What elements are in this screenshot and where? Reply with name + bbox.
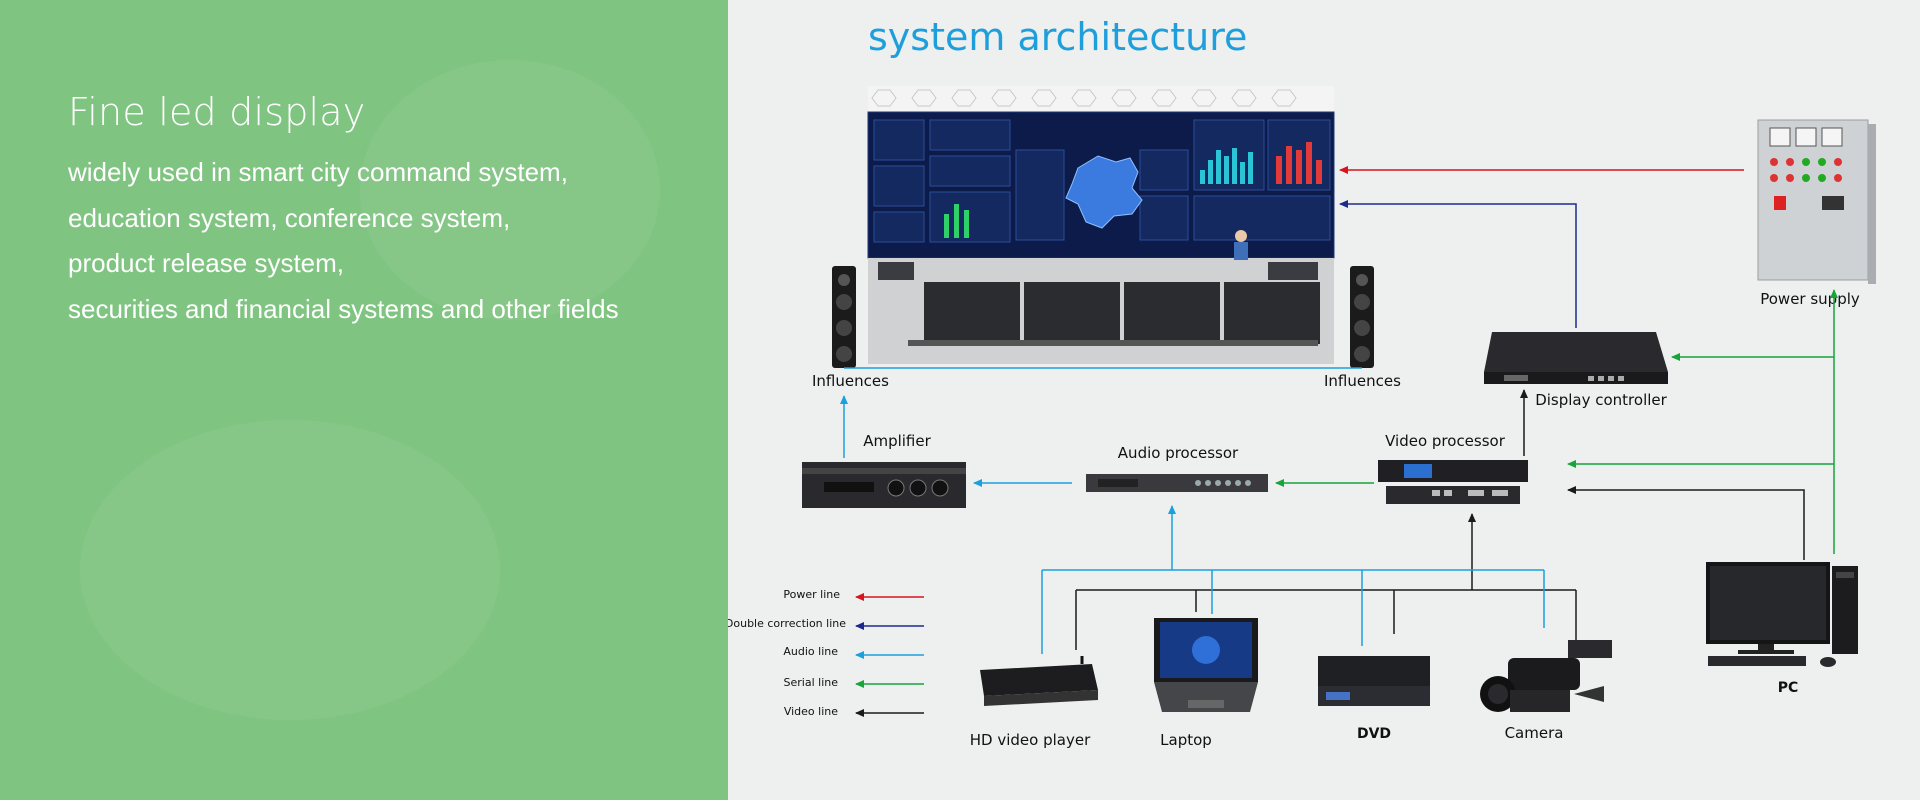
laptop-label: Laptop	[1160, 731, 1212, 749]
audio-line-connectors	[840, 395, 1545, 654]
display-controller-label: Display controller	[1535, 391, 1667, 409]
amplifier-label: Amplifier	[863, 432, 931, 450]
display-controller-device	[1484, 332, 1668, 384]
speaker-left-device	[832, 266, 856, 368]
speaker-right-device	[1350, 266, 1374, 368]
legend-item-audio: Audio line	[783, 645, 924, 659]
audio-processor-device	[1086, 474, 1268, 492]
video-line-connectors	[1075, 389, 1805, 650]
intro-heading: Fine led display	[68, 90, 366, 134]
svg-text:Audio line: Audio line	[783, 645, 838, 658]
intro-description: widely used in smart city command system…	[68, 150, 619, 332]
hd-video-player-device	[980, 656, 1098, 706]
intro-panel: Fine led display widely used in smart ci…	[0, 0, 728, 800]
legend-item-serial: Serial line	[784, 676, 924, 689]
power-supply-label: Power supply	[1760, 290, 1860, 308]
svg-text:Video line: Video line	[784, 705, 838, 718]
intro-line: product release system,	[68, 248, 345, 278]
architecture-diagram: system architecture	[728, 15, 1876, 749]
laptop-device	[1154, 618, 1258, 712]
camera-label: Camera	[1505, 724, 1564, 742]
legend-item-power: Power line	[783, 588, 924, 601]
pc-label: PC	[1778, 680, 1799, 696]
legend-item-correction: Double correction line	[728, 617, 924, 630]
speaker-left-label: Influences	[812, 372, 889, 390]
intro-line: securities and financial systems and oth…	[68, 293, 619, 324]
intro-line: education system, conference system,	[68, 202, 511, 233]
pc-device	[1706, 562, 1858, 667]
svg-text:Power line: Power line	[783, 588, 840, 601]
video-processor-device	[1378, 460, 1528, 504]
dvd-label: DVD	[1357, 726, 1391, 742]
dvd-device	[1318, 656, 1430, 706]
diagram-title: system architecture	[868, 15, 1247, 59]
background-texture	[80, 420, 500, 720]
camera-device	[1480, 640, 1612, 712]
led-display-wall	[867, 86, 1335, 364]
audio-processor-label: Audio processor	[1118, 444, 1239, 462]
serial-line-connectors	[1275, 289, 1838, 554]
intro-line: widely used in smart city command system…	[68, 157, 568, 187]
legend-item-video: Video line	[784, 705, 924, 718]
speaker-right-label: Influences	[1324, 372, 1401, 390]
video-processor-label: Video processor	[1385, 432, 1506, 450]
svg-text:Serial line: Serial line	[784, 676, 839, 689]
hd-video-player-label: HD video player	[970, 731, 1091, 749]
svg-text:Double correction line: Double correction line	[728, 617, 846, 630]
background-texture	[360, 60, 660, 320]
architecture-panel: system architecture	[728, 0, 1920, 800]
amplifier-device	[802, 462, 966, 508]
correction-line-connector	[1339, 200, 1577, 328]
legend: Power line Double correction line Audio …	[728, 588, 924, 718]
power-supply-device	[1757, 119, 1876, 284]
